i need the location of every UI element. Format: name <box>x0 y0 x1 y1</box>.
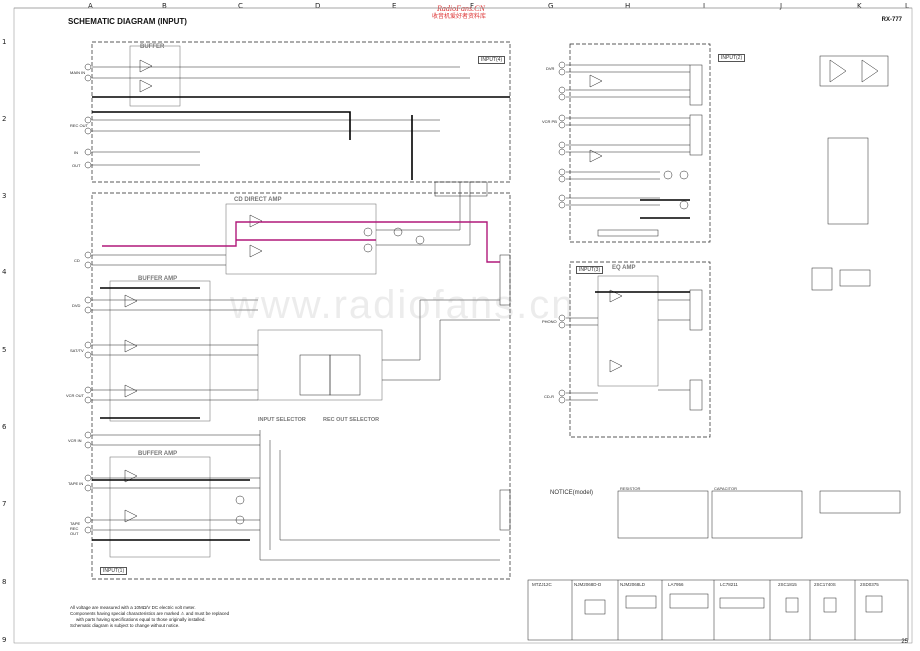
jack-main-in: MAIN IN <box>70 70 86 75</box>
board-tag-input4: INPUT(4) <box>478 56 506 64</box>
block-buffer-amp-1: BUFFER AMP <box>138 276 178 282</box>
jack-sat-tv: SAT/TV <box>70 348 84 353</box>
part-njm2068ld: NJM2068LD <box>620 582 646 587</box>
block-cd-direct-amp: CD DIRECT AMP <box>234 197 282 203</box>
part-lc78211: LC78211 <box>720 582 738 587</box>
watermark-top: RadioFans.CN <box>437 4 485 13</box>
resistor-table-title: RESISTOR <box>620 486 641 491</box>
grid-row-9: 9 <box>2 636 7 644</box>
board-tag-input3: INPUT(3) <box>576 266 604 274</box>
grid-col-a: A <box>88 2 93 10</box>
jack-tape-in: TAPE IN <box>68 481 84 486</box>
grid-row-7: 7 <box>2 500 7 508</box>
jack-cd: CD <box>74 258 80 263</box>
grid-col-f: F <box>470 2 475 10</box>
grid-col-j: J <box>780 2 783 10</box>
grid-row-2: 2 <box>2 115 7 123</box>
grid-col-e: E <box>392 2 397 10</box>
board-tag-input1: INPUT(1) <box>100 567 128 575</box>
page-title: SCHEMATIC DIAGRAM (INPUT) <box>68 17 187 26</box>
jack-dvr: DVR <box>546 66 555 71</box>
grid-row-1: 1 <box>2 38 7 46</box>
board-tag-input2: INPUT(2) <box>718 54 746 62</box>
note-2: Components having special characteristic… <box>70 611 230 616</box>
jack-rec-out: REC OUT <box>70 123 88 128</box>
grid-col-k: K <box>857 2 862 10</box>
grid-row-6: 6 <box>2 423 7 431</box>
note-4: Schematic diagram is subject to change w… <box>70 623 180 628</box>
jack-tape-rec-out: TAPE REC OUT <box>70 521 81 536</box>
watermark-sub: 收音机爱好者资料库 <box>432 14 487 20</box>
jack-vcr-pb: VCR PB <box>542 119 557 124</box>
page-number: 25 <box>901 639 908 645</box>
jack-dvd: DVD <box>72 303 81 308</box>
grid-col-d: D <box>315 2 321 10</box>
note-1: All voltage are measured with a 10MΩ/V D… <box>70 605 196 610</box>
grid-row-4: 4 <box>2 268 7 276</box>
grid-row-5: 5 <box>2 346 7 354</box>
part-njm2068d: NJM2068D-D <box>574 582 602 587</box>
part-2sc1740s: 2SC1740S <box>814 582 836 587</box>
jack-vcr-out: VCR OUT <box>66 393 84 398</box>
capacitor-table-title: CAPACITOR <box>714 486 737 491</box>
grid-row-8: 8 <box>2 578 7 586</box>
grid-col-h: H <box>625 2 631 10</box>
block-rec-out-selector: REC OUT SELECTOR <box>323 417 380 423</box>
part-mtzj12c: MTZJ12C <box>532 582 552 587</box>
part-2sd0375: 2SD0375 <box>860 582 879 587</box>
part-la7956: LA7956 <box>668 582 684 587</box>
block-buffer-amp-2: BUFFER AMP <box>138 451 178 457</box>
jack-in: IN <box>74 150 78 155</box>
jack-phono: PHONO <box>542 319 557 324</box>
grid-row-3: 3 <box>2 192 7 200</box>
note-3: with parts having specifications equal t… <box>76 617 206 622</box>
jack-vcr-in: VCR IN <box>68 438 82 443</box>
jack-out: OUT <box>72 163 81 168</box>
grid-col-c: C <box>238 2 243 10</box>
grid-col-b: B <box>162 2 167 10</box>
notice-title: NOTICE(model) <box>550 490 594 496</box>
part-2sc1815: 2SC1815 <box>778 582 797 587</box>
block-buffer: BUFFER <box>140 44 165 50</box>
watermark-center: www.radiofans.cn <box>230 283 576 327</box>
model-number: RX-777 <box>881 17 902 23</box>
grid-col-i: I <box>703 2 706 10</box>
grid-col-l: L <box>905 2 909 10</box>
jack-cd-r: CD-R <box>544 394 554 399</box>
block-input-selector: INPUT SELECTOR <box>258 417 306 423</box>
block-eq-amp: EQ AMP <box>612 265 636 271</box>
grid-col-g: G <box>548 2 554 10</box>
